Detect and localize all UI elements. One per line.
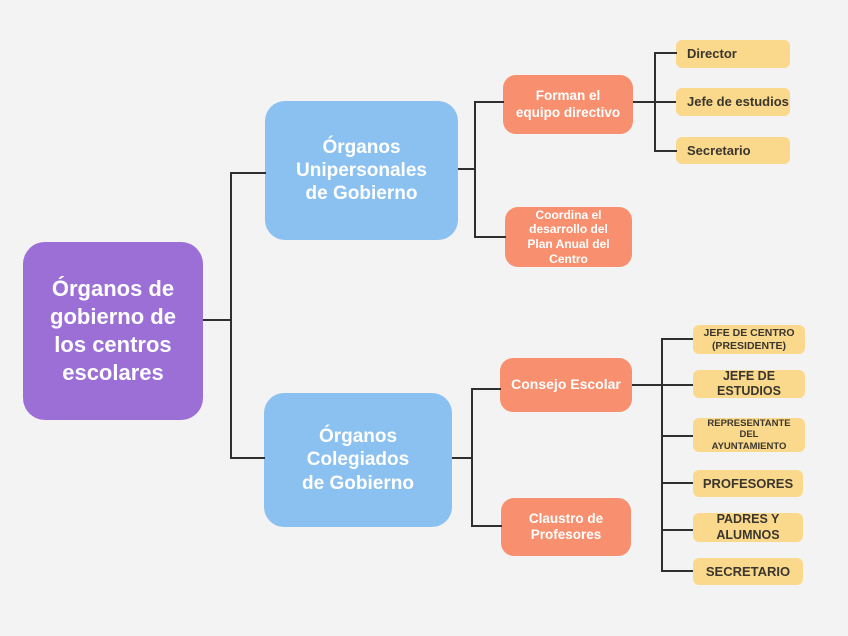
connector-line	[474, 101, 504, 103]
node-jefe-de-estudios-consejo: JEFE DE ESTUDIOS	[693, 369, 805, 398]
connector-line	[471, 388, 473, 527]
node-forman-equipo-directivo: Forman el equipo directivo	[503, 75, 633, 134]
connector-line	[661, 338, 663, 572]
node-jefe-de-centro-presidente: JEFE DE CENTRO (PRESIDENTE)	[693, 325, 805, 354]
connector-line	[661, 482, 693, 484]
connector-line	[474, 101, 476, 238]
node-director: Director	[676, 40, 790, 68]
node-organos-colegiados: Órganos Colegiados de Gobierno	[264, 393, 452, 527]
connector-line	[230, 457, 265, 459]
connector-line	[654, 52, 656, 152]
node-consejo-escolar: Consejo Escolar	[500, 358, 632, 412]
node-secretario: Secretario	[676, 137, 790, 164]
connector-line	[661, 435, 693, 437]
connector-line	[203, 319, 232, 321]
connector-line	[452, 457, 473, 459]
connector-line	[474, 236, 506, 238]
connector-line	[458, 168, 476, 170]
node-coordina-plan-anual: Coordina el desarrollo del Plan Anual de…	[505, 207, 632, 267]
connector-line	[230, 172, 232, 459]
connector-line	[471, 388, 501, 390]
node-profesores: PROFESORES	[693, 470, 803, 497]
connector-line	[661, 570, 693, 572]
node-claustro-profesores: Claustro de Profesores	[501, 498, 631, 556]
connector-line	[471, 525, 502, 527]
node-secretario-consejo: SECRETARIO	[693, 558, 803, 585]
connector-line	[661, 529, 693, 531]
node-jefe-de-estudios: Jefe de estudios	[676, 88, 790, 116]
node-representante-ayuntamiento: REPRESENTANTE DEL AYUNTAMIENTO	[693, 418, 805, 452]
connector-line	[654, 52, 677, 54]
node-organos-unipersonales: Órganos Unipersonales de Gobierno	[265, 101, 458, 240]
node-padres-y-alumnos: PADRES Y ALUMNOS	[693, 512, 803, 542]
connector-line	[661, 338, 693, 340]
node-root: Órganos de gobierno de los centros escol…	[23, 242, 203, 420]
connector-line	[230, 172, 266, 174]
connector-line	[654, 150, 677, 152]
